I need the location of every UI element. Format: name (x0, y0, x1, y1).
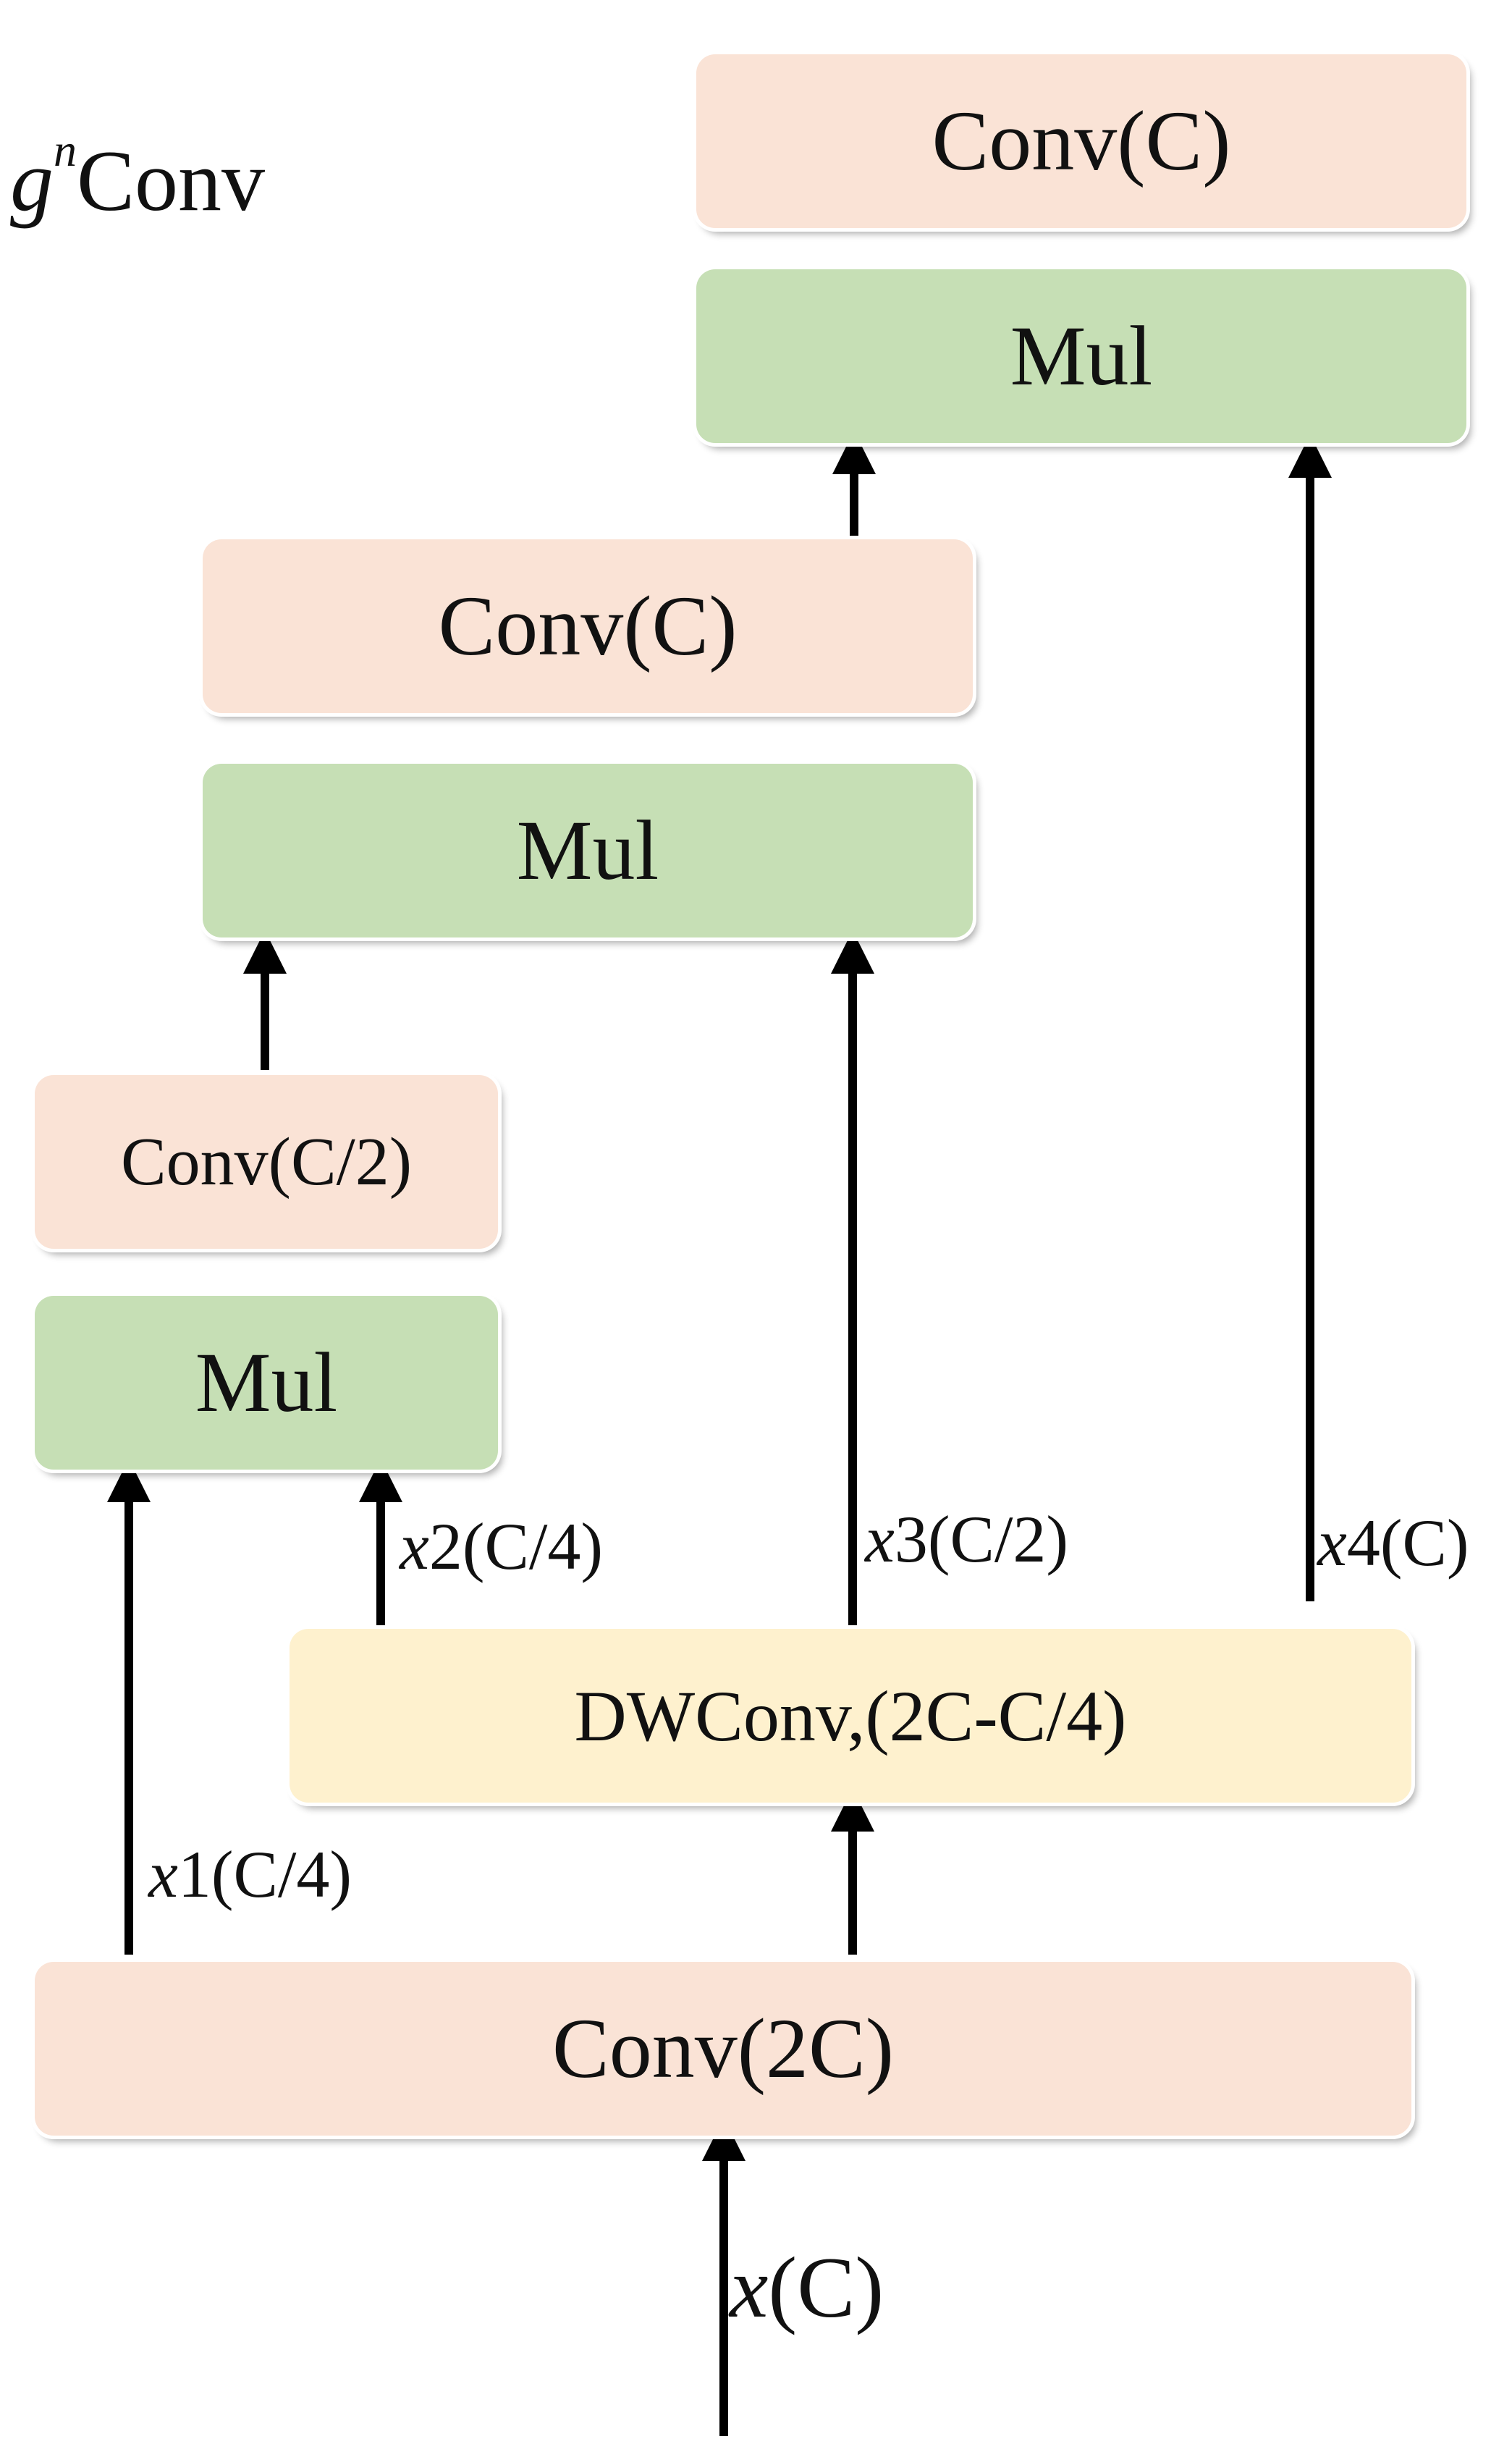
base-conv-block: Conv(2C) (35, 1962, 1411, 2136)
dwconv-block: DWConv,(2C-C/4) (290, 1629, 1411, 1803)
label-x4: x4(C) (1317, 1506, 1469, 1580)
low-mul-block: Mul (35, 1296, 498, 1470)
diagram-title: gnConv (10, 125, 266, 229)
label-x2: x2(C/4) (400, 1509, 604, 1583)
mid-conv-block: Conv(C) (203, 539, 973, 713)
top-mul-block: Mul (696, 269, 1466, 443)
low-conv-block: Conv(C/2) (35, 1075, 498, 1249)
top-conv-block: Conv(C) (696, 54, 1466, 228)
label-x1: x1(C/4) (148, 1837, 352, 1911)
mid-mul-block: Mul (203, 764, 973, 937)
label-input: x(C) (730, 2239, 884, 2335)
label-x3: x3(C/2) (865, 1502, 1069, 1576)
